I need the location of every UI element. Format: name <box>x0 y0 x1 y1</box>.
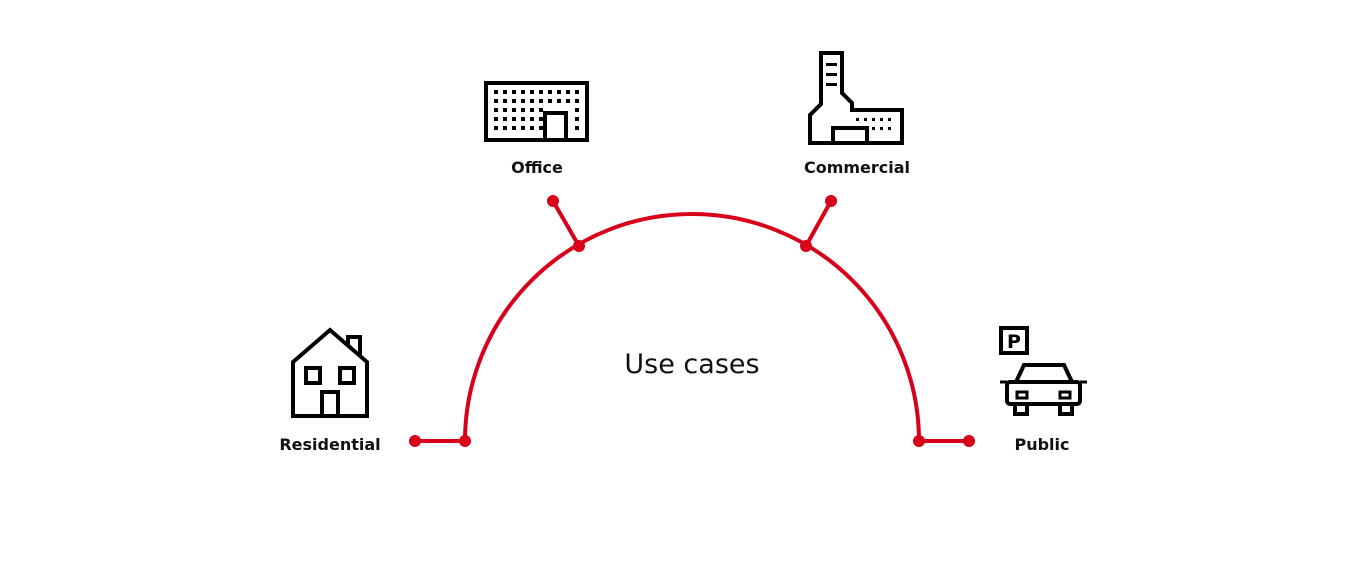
node-residential-outer <box>409 435 421 447</box>
use-cases-arc <box>463 212 921 442</box>
node-residential-inner <box>459 435 471 447</box>
use-case-label-office: Office <box>511 158 563 177</box>
parking-sign-letter: P <box>1007 331 1021 353</box>
node-office-outer <box>547 195 559 207</box>
arc-group <box>409 195 975 447</box>
node-office-inner <box>573 240 585 252</box>
node-commercial-outer <box>825 195 837 207</box>
parking-car-icon: P <box>999 326 1087 416</box>
node-public-outer <box>963 435 975 447</box>
node-public-inner <box>913 435 925 447</box>
connector-office <box>551 199 581 248</box>
connector-commercial <box>804 200 833 247</box>
house-icon <box>291 327 369 418</box>
use-case-label-commercial: Commercial <box>804 158 910 177</box>
node-commercial-inner <box>800 240 812 252</box>
use-case-label-public: Public <box>1014 435 1069 454</box>
use-case-label-residential: Residential <box>279 435 380 454</box>
office-building-icon <box>484 81 589 142</box>
diagram-title: Use cases <box>624 349 759 380</box>
factory-icon <box>808 51 904 145</box>
